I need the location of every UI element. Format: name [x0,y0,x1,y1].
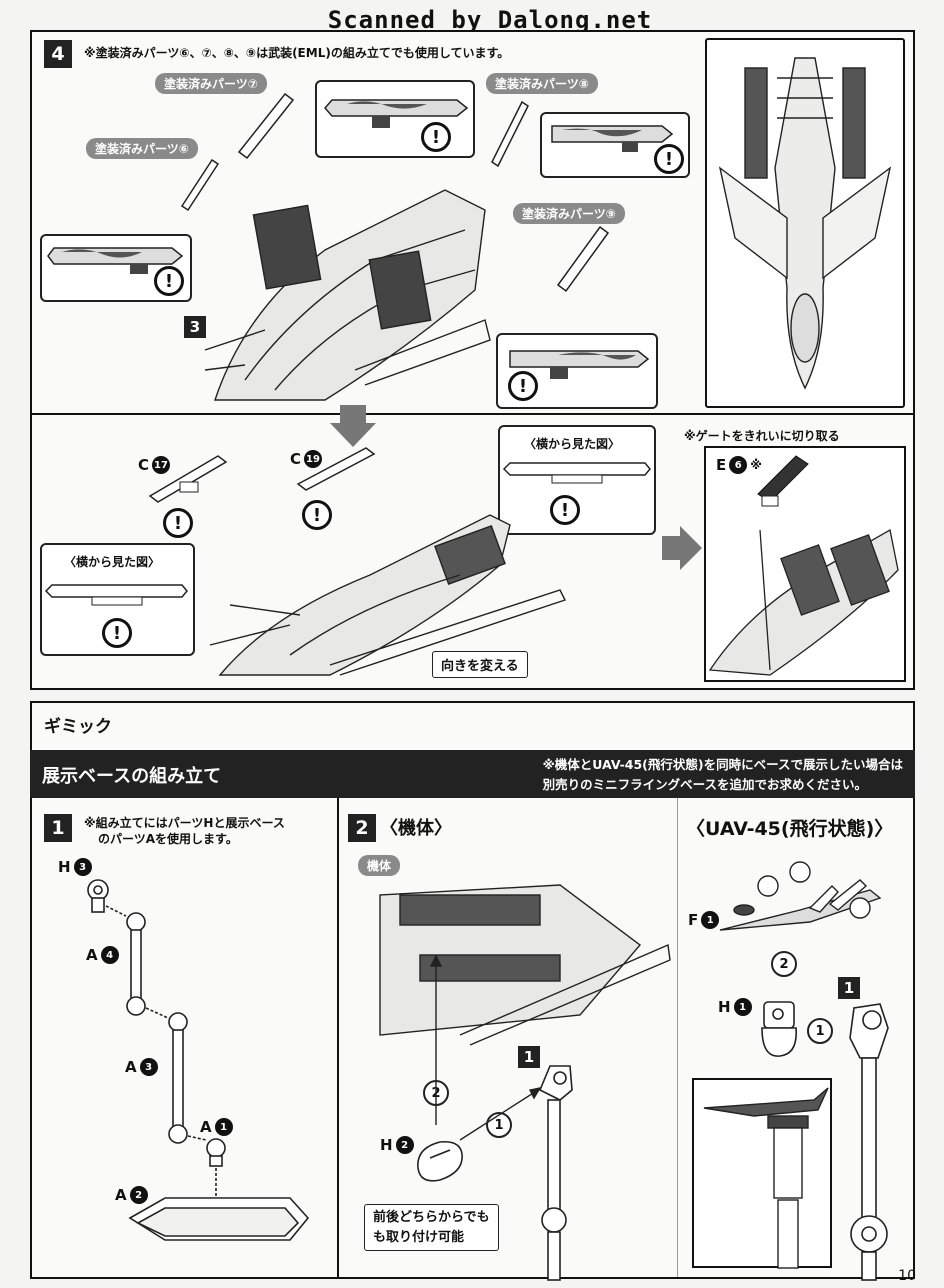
adapter-part-h1 [761,1001,797,1057]
part-number-badge: 3 [73,858,92,876]
caution-icon: ! [302,500,332,530]
gimmick-title: ギミック [44,717,112,737]
caution-icon: ! [421,122,451,152]
adapter-part-h2 [417,1140,463,1182]
stand-arm-step2 [538,1065,573,1281]
caution-icon: ! [550,495,580,525]
uav-ref-step-number: 1 [838,977,860,999]
seq-step1: 1 [486,1112,512,1138]
caution-icon: ! [508,371,538,401]
aircraft-illustration-top [204,189,491,401]
rail-c19 [296,447,376,491]
uav-detail-box [692,1078,832,1269]
part-number-badge: 1 [733,998,752,1016]
grille-part-e6 [757,455,809,507]
side-view-callout-right: 〈横から見た図〉 ! [498,425,656,535]
base-step2-heading: 〈機体〉 [380,818,452,839]
callout-part6: ! [40,234,192,302]
aircraft-illustration-mid [209,514,566,676]
aircraft-underside-illustration [379,884,671,1046]
part-number-badge: 3 [139,1058,158,1076]
stand-arm-uav [849,1003,889,1281]
strip-part7 [237,92,295,160]
attach-note-box: 前後どちらからでも も取り付け可能 [364,1204,499,1251]
display-base-bar: 展示ベースの組み立て ※機体とUAV-45(飛行状態)を同時にベースで展示したい… [30,750,915,798]
caution-icon: ! [102,618,132,648]
watermark: Scanned by Dalong.net [327,6,653,34]
down-arrow-icon [330,405,376,447]
part-number-badge: 1 [214,1118,233,1136]
prev-step-number: 3 [184,316,206,338]
column-divider-1 [337,798,339,1277]
uav-heading: 〈UAV-45(飛行状態)〉 [686,818,894,840]
part-label-8: 塗装済みパーツ⑧ [486,73,598,94]
strip-part9 [556,225,610,293]
body-tag: 機体 [358,855,401,876]
aircraft-illustration-detail [708,528,899,676]
step4-number: 4 [44,40,72,68]
rail-c17 [148,455,228,503]
side-view-label: 〈横から見た図〉 [524,437,621,451]
caution-icon: ! [163,508,193,538]
uav-seq2: 2 [771,951,797,977]
base-step1-note: ※組み立てにはパーツHと展示ベース のパーツAを使用します。 [84,816,285,847]
display-base-note: ※機体とUAV-45(飛行状態)を同時にベースで展示したい場合は 別売りのミニフ… [542,757,903,792]
callout-part9: ! [496,333,658,409]
assembly-arrows-step2 [429,954,542,1141]
part-label-6: 塗装済みパーツ⑥ [86,138,198,159]
caution-icon: ! [654,144,684,174]
strip-part8 [491,100,529,168]
part-number-badge: 6 [729,456,748,474]
uav-drone-illustration [719,861,882,931]
part-number-badge: 17 [152,456,171,474]
uav-seq1: 1 [807,1018,833,1044]
ref-step-number: 1 [518,1046,540,1068]
callout-part7: ! [315,80,475,158]
side-view-label: 〈横から見た図〉 [64,555,161,569]
base-step1-number: 1 [44,814,72,842]
base-step2-number: 2 [348,814,376,842]
part-label-9: 塗装済みパーツ⑨ [513,203,625,224]
column-divider-2 [677,798,678,1277]
right-arrow-icon [662,526,702,570]
caution-icon: ! [154,266,184,296]
callout-part8: ! [540,112,690,178]
part-number-badge: 1 [701,911,720,929]
part-number-badge: 4 [100,946,119,964]
panel-divider [32,413,913,415]
side-view-callout-left: 〈横から見た図〉 ! [40,543,195,656]
gate-note: ※ゲートをきれいに切り取る [684,429,840,443]
page-number: 10 [898,1268,916,1284]
turn-label-button: 向きを変える [432,651,528,678]
display-base-title: 展示ベースの組み立て [42,766,222,787]
part-number-badge: 2 [395,1136,414,1154]
part-number-badge: 2 [129,1186,148,1204]
step4-note: ※塗装済みパーツ⑥、⑦、⑧、⑨は武装(EML)の組み立てでも使用しています。 [84,46,510,60]
part-number-badge: 19 [304,450,323,468]
strip-part6 [180,158,220,212]
display-base-assembly [87,879,310,1241]
aircraft-preview-top [718,57,892,390]
part-label-7: 塗装済みパーツ⑦ [155,73,267,94]
